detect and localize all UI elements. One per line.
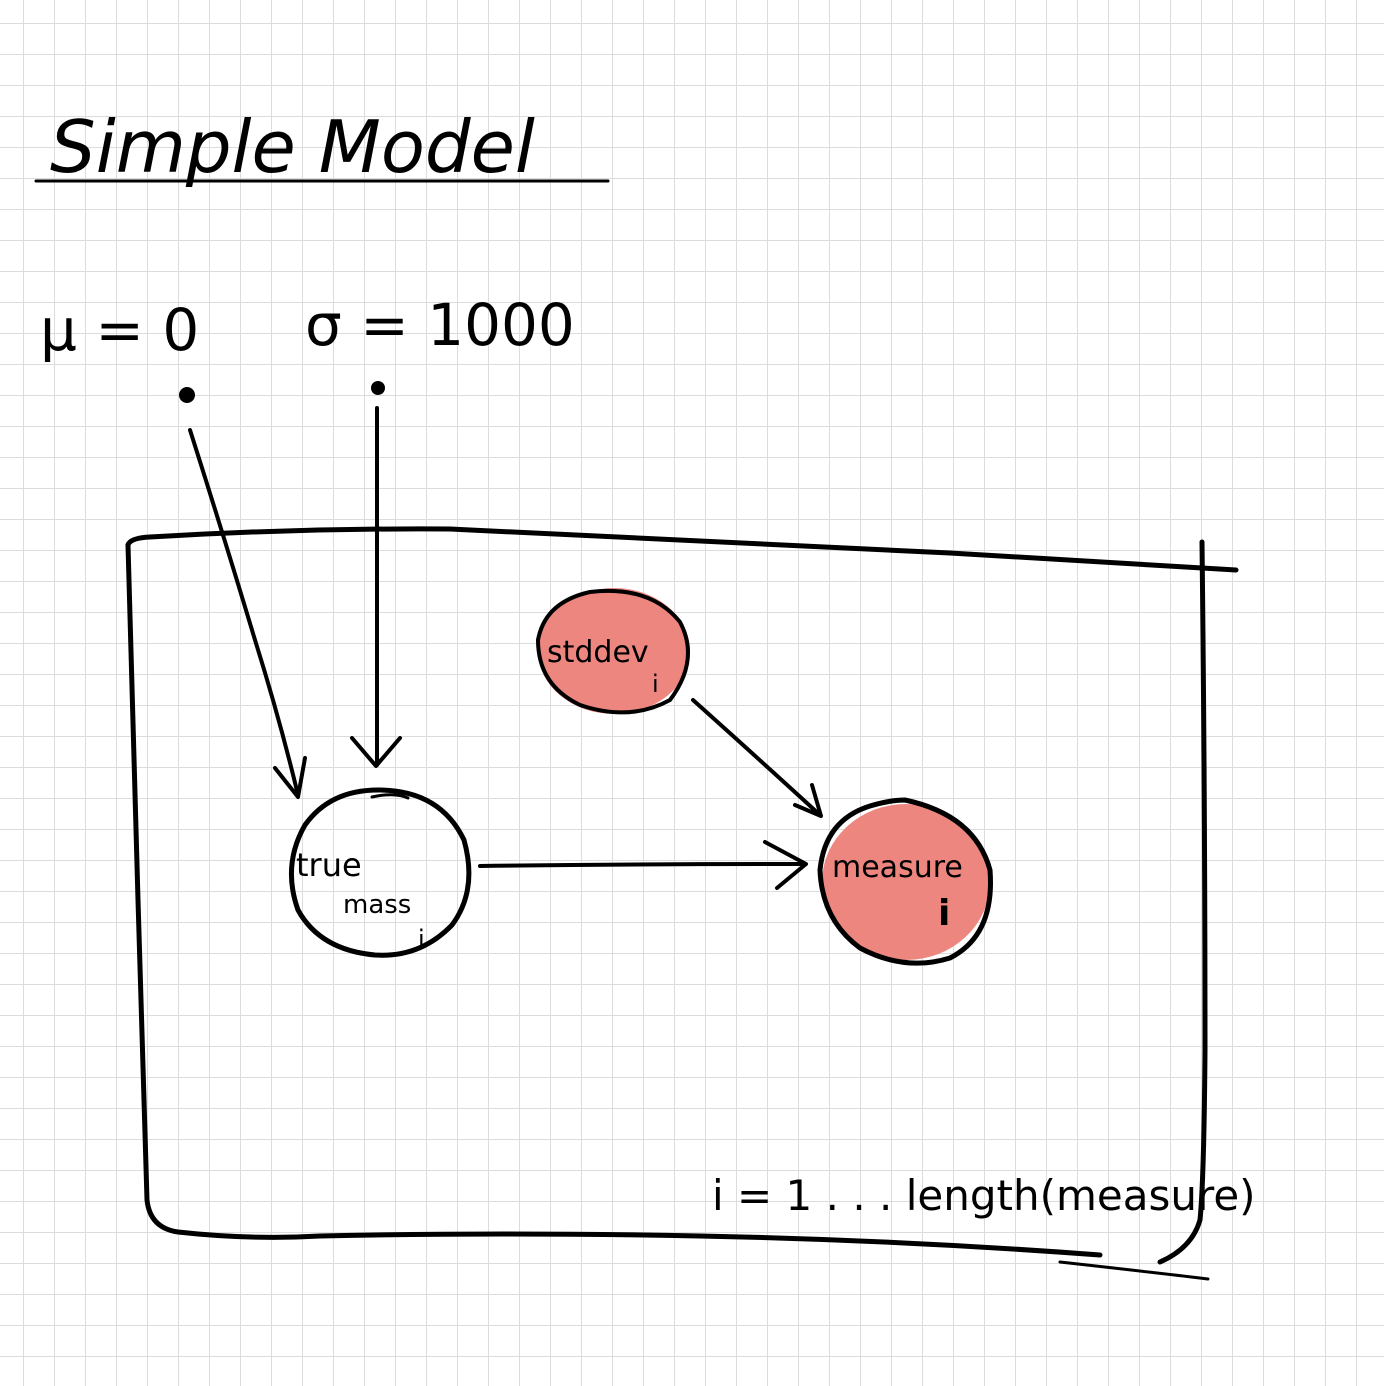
- plate: i = 1 . . . length(measure): [125, 526, 1256, 1281]
- node-measure-label: measure: [832, 850, 963, 885]
- node-stddev: stddev i: [536, 588, 690, 715]
- plate-label: i = 1 . . . length(measure): [712, 1171, 1256, 1220]
- edge-mu-to-true-mass: [188, 428, 307, 799]
- edge-true-mass-to-measure: [478, 840, 808, 890]
- node-outline: [536, 588, 690, 715]
- plate-right-edge: [1157, 539, 1208, 1265]
- node-measure-index: i: [938, 893, 950, 934]
- node-overstroke: [370, 793, 410, 800]
- node-fill: [822, 804, 990, 960]
- plate-left-bottom-edge: [125, 542, 1103, 1258]
- arrowhead-icon: [763, 840, 808, 890]
- sigma-label: σ = 1000: [305, 291, 575, 359]
- arrowhead-icon: [273, 756, 307, 799]
- node-true-mass-label-line1: true: [296, 846, 362, 884]
- diagram-title: Simple Model: [34, 105, 610, 189]
- node-fill: [538, 588, 690, 714]
- sigma-node-dot: [371, 381, 385, 395]
- node-stddev-index: i: [652, 670, 659, 698]
- edge-line: [188, 428, 300, 797]
- node-measure: measure i: [817, 797, 993, 966]
- edge-stddev-to-measure: [691, 698, 823, 818]
- node-true-mass-label-line2: mass: [343, 890, 411, 920]
- edge-line: [691, 698, 822, 817]
- node-outline: [817, 797, 993, 966]
- mu-node-dot: [179, 387, 195, 403]
- plate-top-edge: [125, 526, 1239, 573]
- node-true-mass: true mass i: [288, 787, 472, 958]
- edge-line: [478, 862, 807, 868]
- mu-label: μ = 0: [40, 296, 199, 364]
- arrowhead-icon: [793, 783, 823, 818]
- node-true-mass-index: i: [418, 925, 425, 953]
- plate-bottom-right-stroke: [1058, 1260, 1210, 1281]
- edge-sigma-to-true-mass: [350, 406, 402, 768]
- title-text: Simple Model: [50, 105, 535, 189]
- node-outline: [288, 787, 472, 958]
- arrowhead-icon: [350, 736, 402, 768]
- node-stddev-label: stddev: [547, 635, 649, 670]
